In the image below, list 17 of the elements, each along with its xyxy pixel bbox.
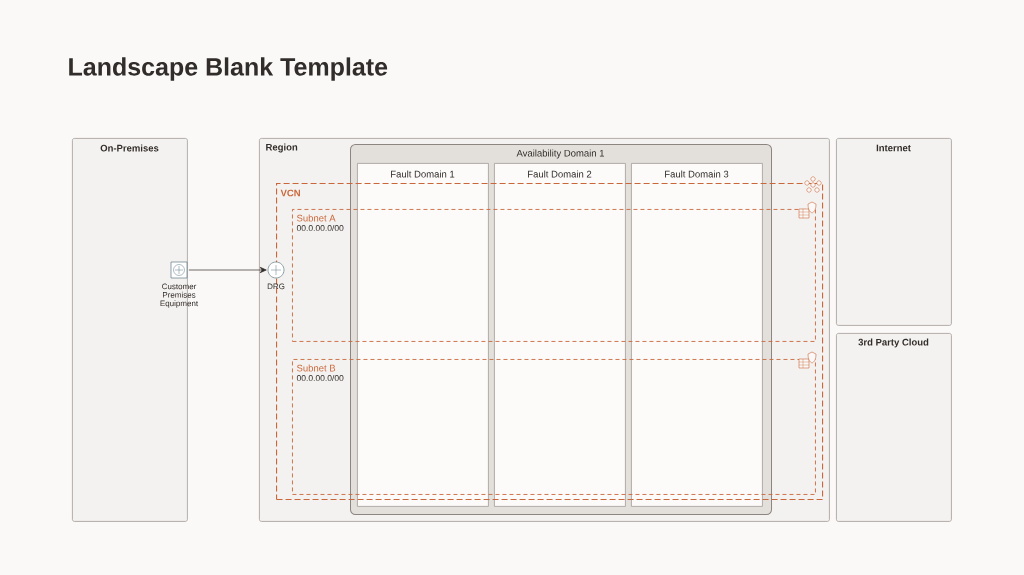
page-title: Landscape Blank Template [69, 57, 388, 81]
icon-label: DRG [267, 283, 285, 290]
network-title: VCN [280, 189, 300, 197]
arrow [188, 266, 267, 274]
domain-title: Fault Domain 2 [528, 170, 592, 178]
panel-title: Internet [876, 144, 911, 152]
subnet-title: Subnet A [297, 214, 336, 222]
domain-title: Availability Domain 1 [516, 149, 604, 159]
subnet-title: Subnet B [297, 364, 336, 372]
panel-title: On-Premises [100, 144, 159, 152]
panel-title: 3rd Party Cloud [858, 338, 929, 348]
icon-label: Customer Premises Equipment [160, 283, 199, 308]
address-range: 00.0.00.0/00 [296, 374, 344, 382]
domain-title: Fault Domain 3 [665, 170, 729, 178]
domain-title: Fault Domain 1 [391, 170, 455, 178]
panel-title: Region [266, 143, 298, 153]
address-range: 00.0.00.0/00 [296, 224, 344, 232]
